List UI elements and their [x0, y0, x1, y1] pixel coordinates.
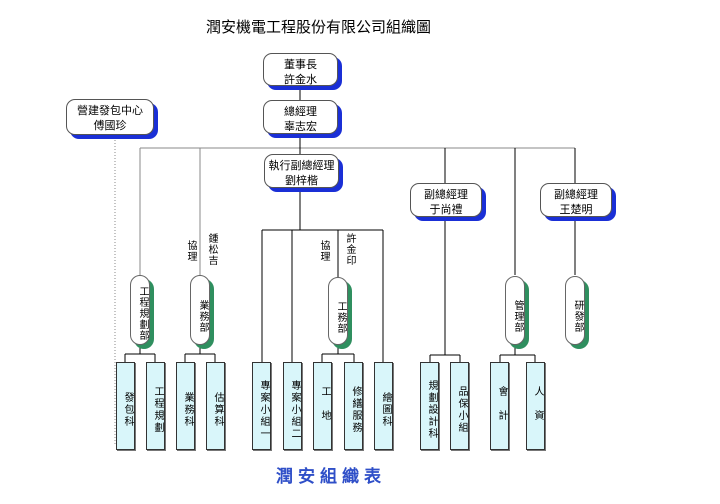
unit-human-resources[interactable]: 人資 [526, 362, 545, 450]
business-note-name: 鍾松吉 [206, 233, 217, 266]
node-exec-vp[interactable]: 執行副總經理 劉梓楷 [264, 154, 339, 188]
dept-management[interactable]: 管理部 [505, 276, 525, 345]
contract-center-name: 傅國珍 [93, 119, 127, 132]
vp2-role: 副總經理 [554, 188, 598, 201]
dept-rnd[interactable]: 研發部 [565, 276, 585, 345]
unit-planning-design[interactable]: 規劃設計科 [420, 362, 439, 450]
dept-engineering-planning[interactable]: 工程規劃部 [130, 275, 150, 345]
contract-center-role: 營建發包中心 [77, 104, 143, 117]
unit-engineering-planning[interactable]: 工程規劃 [146, 362, 165, 450]
node-contract-center[interactable]: 營建發包中心 傅國珍 [66, 99, 154, 135]
unit-contracting[interactable]: 發包科 [116, 362, 135, 450]
vp1-role: 副總經理 [424, 188, 468, 201]
node-vp2[interactable]: 副總經理 王楚明 [540, 183, 612, 217]
unit-accounting[interactable]: 會計 [490, 362, 509, 450]
dept-business[interactable]: 業務部 [190, 275, 210, 345]
vp2-name: 王楚明 [559, 203, 593, 216]
vp1-name: 于尚禮 [429, 203, 463, 216]
general-manager-name: 辜志宏 [284, 120, 317, 133]
unit-site[interactable]: 工地 [313, 362, 332, 450]
unit-quality-assurance[interactable]: 品保小組 [450, 362, 469, 450]
footer-caption: 潤安組織表 [276, 467, 386, 487]
dept-engineering[interactable]: 工務部 [328, 277, 348, 345]
unit-drafting[interactable]: 繪圖科 [374, 362, 393, 450]
unit-project-team-1[interactable]: 專案小組一 [252, 362, 271, 450]
chairman-name: 許金水 [284, 73, 317, 86]
unit-business[interactable]: 業務科 [176, 362, 195, 450]
general-manager-role: 總經理 [284, 105, 317, 118]
unit-project-team-2[interactable]: 專案小組二 [283, 362, 302, 450]
engineering-note-name: 許金印 [344, 233, 355, 266]
node-vp1[interactable]: 副總經理 于尚禮 [410, 183, 482, 217]
unit-repair-service[interactable]: 修繕服務 [344, 362, 363, 450]
engineering-note-role: 協理 [318, 240, 329, 262]
chairman-role: 董事長 [284, 58, 317, 71]
exec-vp-name: 劉梓楷 [285, 174, 318, 187]
exec-vp-role: 執行副總經理 [268, 159, 335, 172]
chart-title: 潤安機電工程股份有限公司組織圖 [206, 18, 432, 36]
unit-estimation[interactable]: 估算科 [206, 362, 225, 450]
node-general-manager[interactable]: 總經理 辜志宏 [263, 100, 338, 134]
node-chairman[interactable]: 董事長 許金水 [263, 53, 338, 86]
business-note-role: 協理 [185, 240, 196, 262]
